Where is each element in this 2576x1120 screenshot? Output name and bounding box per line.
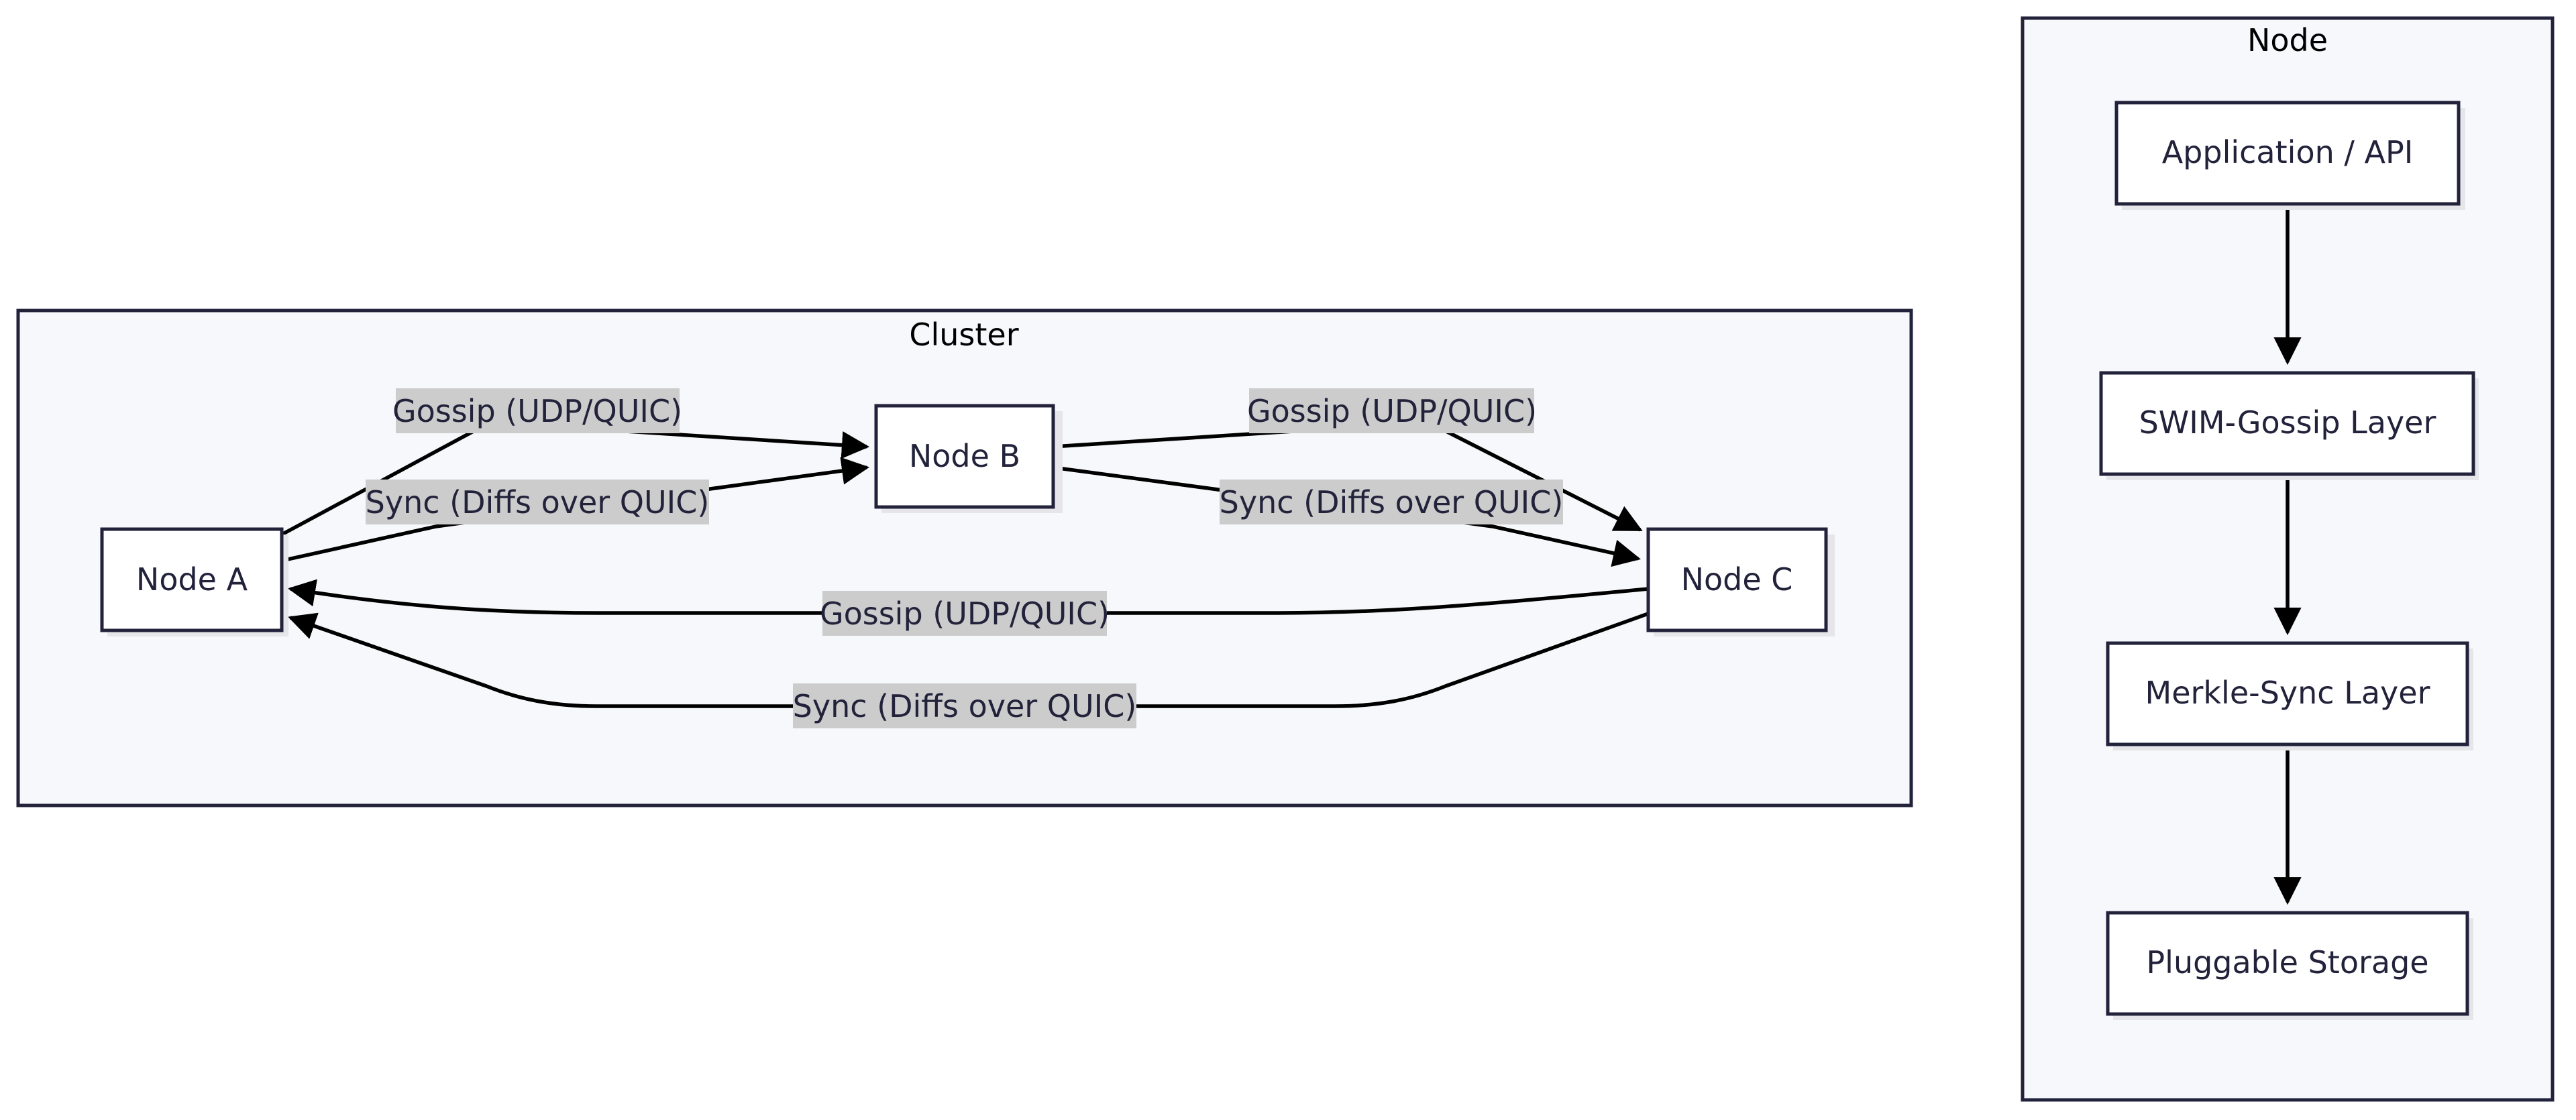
edge-label-a-to-b-gossip: Gossip (UDP/QUIC) — [392, 393, 682, 429]
application-api-node[interactable]: Application / API — [2114, 101, 2465, 210]
edge-b-to-c-sync — [1053, 465, 1642, 567]
merkle-sync-box[interactable] — [2106, 641, 2469, 746]
edge-label-bg — [1249, 388, 1534, 433]
swim-gossip-box[interactable] — [2099, 371, 2475, 476]
node-c-box[interactable] — [1646, 527, 1828, 632]
swim-gossip-label: SWIM-Gossip Layer — [2139, 404, 2436, 441]
merkle-sync-label: Merkle-Sync Layer — [2145, 675, 2430, 711]
nodes: Node A Node B Node C Application / API S… — [100, 101, 2479, 1020]
node-b-box[interactable] — [874, 404, 1055, 509]
application-api-box[interactable] — [2114, 101, 2461, 206]
edge-label-bg — [366, 480, 709, 524]
node-a-box[interactable] — [100, 527, 284, 632]
edge-label-bg — [396, 388, 680, 433]
node-a[interactable]: Node A — [100, 527, 288, 636]
edge-label-b-to-c-gossip: Gossip (UDP/QUIC) — [1247, 393, 1537, 429]
pluggable-storage-box[interactable] — [2106, 911, 2469, 1016]
node-b-label: Node B — [909, 438, 1020, 474]
edge-c-to-a-gossip — [287, 579, 1649, 615]
pluggable-storage-node[interactable]: Pluggable Storage — [2106, 911, 2473, 1020]
node-b[interactable]: Node B — [874, 404, 1063, 513]
node-cluster-title: Node — [2247, 22, 2328, 58]
edge-labels: Gossip (UDP/QUIC) Sync (Diffs over QUIC)… — [366, 388, 1564, 728]
edge-label-b-to-c-sync: Sync (Diffs over QUIC) — [1220, 484, 1564, 520]
edge-a-to-b-sync — [281, 457, 870, 563]
node-c-label: Node C — [1681, 561, 1793, 598]
edge-label-a-to-b-sync: Sync (Diffs over QUIC) — [366, 484, 710, 520]
edge-label-bg — [1220, 480, 1563, 524]
node-c[interactable]: Node C — [1646, 527, 1835, 636]
pluggable-storage-label: Pluggable Storage — [2146, 944, 2428, 981]
edge-label-c-to-a-sync: Sync (Diffs over QUIC) — [793, 688, 1137, 724]
application-api-label: Application / API — [2162, 134, 2414, 170]
merkle-sync-node[interactable]: Merkle-Sync Layer — [2106, 641, 2473, 750]
cluster-title: Cluster — [909, 317, 1018, 353]
edge-label-c-to-a-gossip: Gossip (UDP/QUIC) — [820, 596, 1110, 632]
node-a-label: Node A — [136, 561, 248, 598]
swim-gossip-node[interactable]: SWIM-Gossip Layer — [2099, 371, 2479, 480]
edge-label-bg — [793, 683, 1136, 728]
edge-label-bg — [822, 591, 1107, 636]
